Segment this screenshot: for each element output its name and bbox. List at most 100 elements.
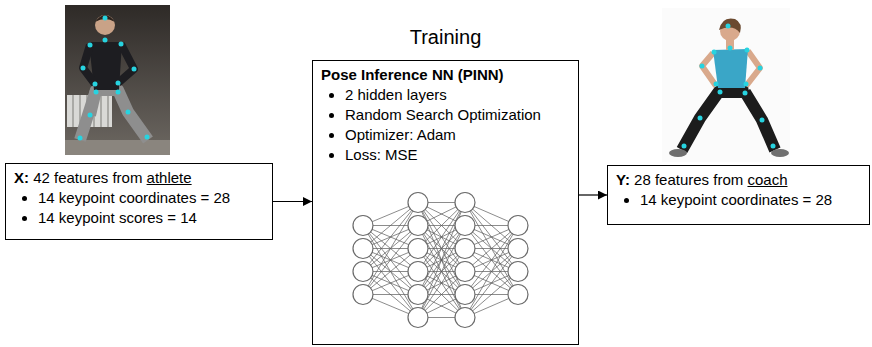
network-neuron xyxy=(353,285,373,305)
network-link xyxy=(363,203,418,272)
coach-photo xyxy=(662,8,790,162)
illustration-part xyxy=(116,90,121,95)
illustration-part xyxy=(88,113,93,118)
illustration-part xyxy=(669,149,687,157)
network-neuron xyxy=(408,239,428,259)
box-title: X: 42 features from athlete xyxy=(14,168,264,188)
illustration-part xyxy=(83,45,95,84)
network-neuron xyxy=(353,216,373,236)
illustration-part xyxy=(80,90,148,140)
flow-arrow xyxy=(579,194,607,195)
bullet-item: 14 keypoint scores = 14 xyxy=(38,208,264,228)
illustration-part xyxy=(145,135,150,140)
illustration-part xyxy=(700,64,705,69)
illustration-part xyxy=(81,66,86,71)
network-neuron xyxy=(455,262,475,282)
network-link xyxy=(363,226,418,295)
illustration-part xyxy=(713,49,748,88)
network-neuron xyxy=(408,308,428,328)
illustration-part xyxy=(94,90,99,95)
illustration-part xyxy=(89,42,122,90)
network-neuron xyxy=(353,239,373,259)
network-link xyxy=(465,226,518,295)
process-box: Y: 28 features from coach14 keypoint coo… xyxy=(607,165,870,225)
illustration-part xyxy=(93,82,98,87)
athlete-photo xyxy=(65,5,170,155)
illustration-part xyxy=(118,44,134,83)
network-neuron xyxy=(508,239,528,259)
illustration-part xyxy=(771,149,789,157)
illustration-part xyxy=(95,15,115,35)
network-neuron xyxy=(408,285,428,305)
illustration-part xyxy=(100,95,102,127)
illustration-part xyxy=(745,48,750,53)
network-neuron xyxy=(455,216,475,236)
network-link xyxy=(418,203,465,272)
network-neuron xyxy=(408,193,428,213)
illustration-part xyxy=(78,16,150,141)
network-neuron xyxy=(455,193,475,213)
illustration-part xyxy=(682,144,687,149)
bullet-item: 14 keypoint coordinates = 28 xyxy=(38,188,264,208)
box-title: Y: 28 features from coach xyxy=(616,170,861,190)
illustration-part xyxy=(698,116,703,121)
illustration-part xyxy=(126,110,131,115)
network-neuron xyxy=(455,239,475,259)
illustration-part xyxy=(702,53,716,86)
bullet-item: 14 keypoint coordinates = 28 xyxy=(640,190,861,210)
illustration-part xyxy=(743,91,748,96)
network-link xyxy=(418,249,465,318)
bullet-list: 14 keypoint coordinates = 28 xyxy=(616,190,861,210)
network-neuron xyxy=(455,285,475,305)
illustration-part xyxy=(103,16,108,21)
illustration-part xyxy=(726,40,734,50)
process-box: X: 42 features from athlete14 keypoint c… xyxy=(5,163,273,240)
network-neuron xyxy=(455,308,475,328)
illustration-part xyxy=(88,43,93,48)
illustration-part xyxy=(103,38,108,43)
network-neuron xyxy=(408,216,428,236)
network-link xyxy=(418,249,465,318)
illustration-part xyxy=(95,15,115,22)
network-neuron xyxy=(353,262,373,282)
box-heading: Training xyxy=(313,25,578,49)
bullet-item: Loss: MSE xyxy=(345,145,570,165)
box-title: Pose Inference NN (PINN) xyxy=(321,65,570,85)
illustration-part xyxy=(719,18,741,33)
illustration-part xyxy=(119,42,124,47)
illustration-part xyxy=(728,46,733,51)
illustration-part xyxy=(771,144,776,149)
network-neuron xyxy=(508,262,528,282)
illustration-part xyxy=(760,118,765,123)
network-neuron xyxy=(408,262,428,282)
neural-network-icon xyxy=(353,193,528,328)
process-box: TrainingPose Inference NN (PINN)2 hidden… xyxy=(312,60,579,345)
illustration-part xyxy=(726,24,731,29)
network-link xyxy=(465,249,518,318)
illustration-part xyxy=(714,82,719,87)
bullet-list: 2 hidden layersRandom Search Optimizatio… xyxy=(321,85,570,165)
illustration-part xyxy=(745,92,775,150)
illustration-part xyxy=(682,24,776,149)
illustration-part xyxy=(65,140,170,155)
network-link xyxy=(418,203,465,272)
bullet-item: 2 hidden layers xyxy=(345,85,570,105)
network-link xyxy=(363,226,418,295)
illustration-part xyxy=(682,90,720,150)
network-neuron xyxy=(508,216,528,236)
network-link xyxy=(465,203,518,272)
flow-arrow xyxy=(273,201,312,202)
bullet-item: Optimizer: Adam xyxy=(345,125,570,145)
illustration-part xyxy=(662,8,790,162)
illustration-part xyxy=(72,95,74,127)
illustration-part xyxy=(78,136,83,141)
illustration-part xyxy=(718,90,723,95)
illustration-part xyxy=(65,5,170,155)
illustration-part xyxy=(744,82,749,87)
bullet-item: Random Search Optimization xyxy=(345,105,570,125)
network-link xyxy=(465,226,518,295)
illustration-part xyxy=(132,67,137,72)
illustration-part xyxy=(712,50,717,55)
